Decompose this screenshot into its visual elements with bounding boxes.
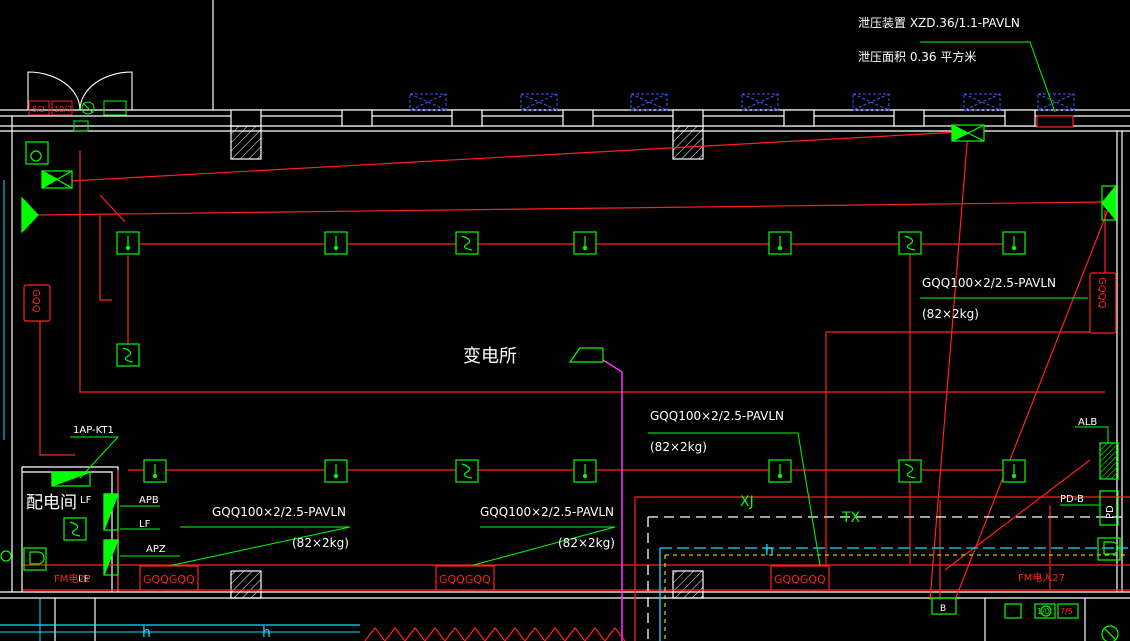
tag-b: B bbox=[940, 604, 946, 614]
columns bbox=[230, 125, 704, 599]
tag-alb: ALB bbox=[1078, 417, 1097, 428]
door-tags bbox=[28, 100, 127, 132]
cylinder-row-3: GQQGQQ bbox=[774, 573, 826, 586]
tag-apb: APB bbox=[139, 495, 159, 506]
dampers bbox=[41, 124, 985, 190]
pipe-network bbox=[23, 131, 1130, 641]
room-substation-label: 变电所 bbox=[463, 346, 517, 367]
pipe-bottom-mid-label: GQQ100×2/2.5-PAVLN bbox=[480, 505, 614, 519]
tag-fm-left: FM电22 bbox=[54, 572, 91, 585]
cylinder-row-1: GQQGQQ bbox=[143, 573, 195, 586]
tag-lf-3: LF bbox=[78, 574, 90, 585]
relief-area-label: 泄压面积 0.36 平方米 bbox=[858, 49, 976, 64]
door-tag-4: 7/5 bbox=[1060, 607, 1073, 616]
wall-notches bbox=[230, 109, 1036, 127]
room-distribution-label: 配电间 bbox=[26, 493, 77, 513]
detector-row-2 bbox=[63, 459, 1026, 541]
pipe-bottom-left-mass: (82×2kg) bbox=[292, 536, 349, 550]
pipe-bottom-mid-mass: (82×2kg) bbox=[558, 536, 615, 550]
tag-xj: XJ bbox=[740, 494, 754, 510]
cylinders bbox=[23, 115, 1117, 591]
cylinder-label-right: GQQQ bbox=[1096, 277, 1107, 308]
tag-h-2: h bbox=[142, 625, 151, 641]
pipe-bottom-left-label: GQQ100×2/2.5-PAVLN bbox=[212, 505, 346, 519]
pipe-top-right-label: GQQ100×2/2.5-PAVLN bbox=[922, 276, 1056, 290]
windows bbox=[409, 93, 1075, 111]
pipe-top-right-mass: (82×2kg) bbox=[922, 307, 979, 321]
tag-fm-right: FM电入27 bbox=[1018, 571, 1065, 584]
tag-lf-2: LF bbox=[139, 519, 151, 530]
tag-apz: APZ bbox=[146, 544, 166, 555]
door-tag-2: 10/7 bbox=[54, 105, 72, 114]
leaders bbox=[70, 41, 1109, 571]
tag-pd-b: PD-B bbox=[1060, 494, 1084, 505]
door-tag-3: 1/0 bbox=[1037, 607, 1050, 616]
aux-lines bbox=[0, 180, 1128, 641]
tag-pd: PD bbox=[1105, 505, 1116, 519]
detector-row-1 bbox=[116, 231, 1026, 367]
tag-tx: TX bbox=[841, 510, 861, 526]
double-door bbox=[27, 71, 133, 111]
panel-1ap-kt1-label: 1AP-KT1 bbox=[73, 425, 114, 436]
misc-devices bbox=[0, 141, 1121, 641]
pipe-center-label: GQQ100×2/2.5-PAVLN bbox=[650, 409, 784, 423]
relief-device-label: 泄压装置 XZD.36/1.1-PAVLN bbox=[858, 16, 1020, 30]
tag-lf-1: LF bbox=[80, 495, 92, 506]
pipe-center-mass: (82×2kg) bbox=[650, 440, 707, 454]
tag-h-1: h bbox=[765, 543, 774, 559]
cylinder-label-left: GQQ bbox=[30, 289, 41, 313]
tag-h-3: h bbox=[262, 625, 271, 641]
nozzles bbox=[21, 184, 1117, 576]
door-tag-1: 5/2 bbox=[32, 105, 45, 114]
cylinder-row-2: GQQGQQ bbox=[439, 573, 491, 586]
labels: 泄压装置 XZD.36/1.1-PAVLN 泄压面积 0.36 平方米 变电所 … bbox=[26, 16, 1116, 641]
